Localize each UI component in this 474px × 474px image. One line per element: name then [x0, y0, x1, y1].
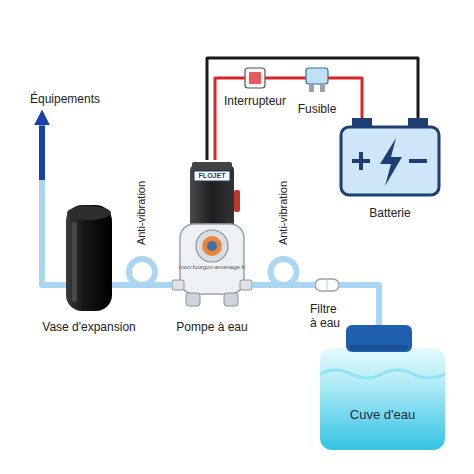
- water-pipe: [112, 259, 172, 285]
- edge-label: Anti-vibration: [277, 181, 290, 245]
- switch-icon: [245, 68, 265, 88]
- water-pipe: [339, 285, 379, 325]
- node-label: Vase d'expansion: [42, 320, 135, 334]
- edge-label: Anti-vibration: [135, 181, 148, 245]
- node-label: Cuve d'eau: [350, 407, 415, 423]
- water-pump: [172, 162, 252, 306]
- water-pipe: [42, 180, 66, 285]
- watermark: mon-fourgon-amenage.fr: [179, 264, 245, 271]
- red-wire: [265, 77, 306, 80]
- filter-node: Filtre à eau: [315, 278, 339, 292]
- pump-node: Pompe à eau: [172, 160, 252, 308]
- battery-node: Batterie: [340, 118, 440, 196]
- expansion-vessel: [66, 205, 112, 311]
- switch-node: Interrupteur: [245, 68, 265, 88]
- brand-label: FLOJET: [199, 172, 226, 180]
- node-label: Pompe à eau: [176, 320, 247, 334]
- red-wire: [265, 78, 306, 79]
- black-wire: [207, 58, 418, 160]
- fuse-icon: [306, 68, 328, 92]
- water-pipe: [252, 259, 315, 285]
- water-filter: [315, 279, 339, 291]
- fuse-node: Fusible: [306, 68, 328, 92]
- battery-icon: [341, 118, 439, 195]
- expansion-vessel-node: Vase d'expansion: [66, 205, 112, 311]
- node-label: Filtre à eau: [310, 302, 344, 331]
- water-pipe: [42, 125, 66, 285]
- water-pipe: [339, 285, 379, 325]
- red-wire: [215, 78, 245, 160]
- water-pipe: [252, 259, 315, 285]
- tank-node: Cuve d'eau: [320, 325, 445, 450]
- node-label: Batterie: [369, 206, 410, 220]
- red-wire: [215, 78, 245, 160]
- node-label: Fusible: [298, 102, 337, 116]
- node-label: Équipements: [30, 92, 100, 106]
- black-wire: [207, 58, 418, 160]
- outlet-arrow: [39, 125, 45, 180]
- water-pipe: [112, 259, 172, 285]
- outlet-label-node: Équipements: [30, 92, 100, 106]
- water-tank: [320, 325, 445, 450]
- node-label: Interrupteur: [224, 94, 286, 108]
